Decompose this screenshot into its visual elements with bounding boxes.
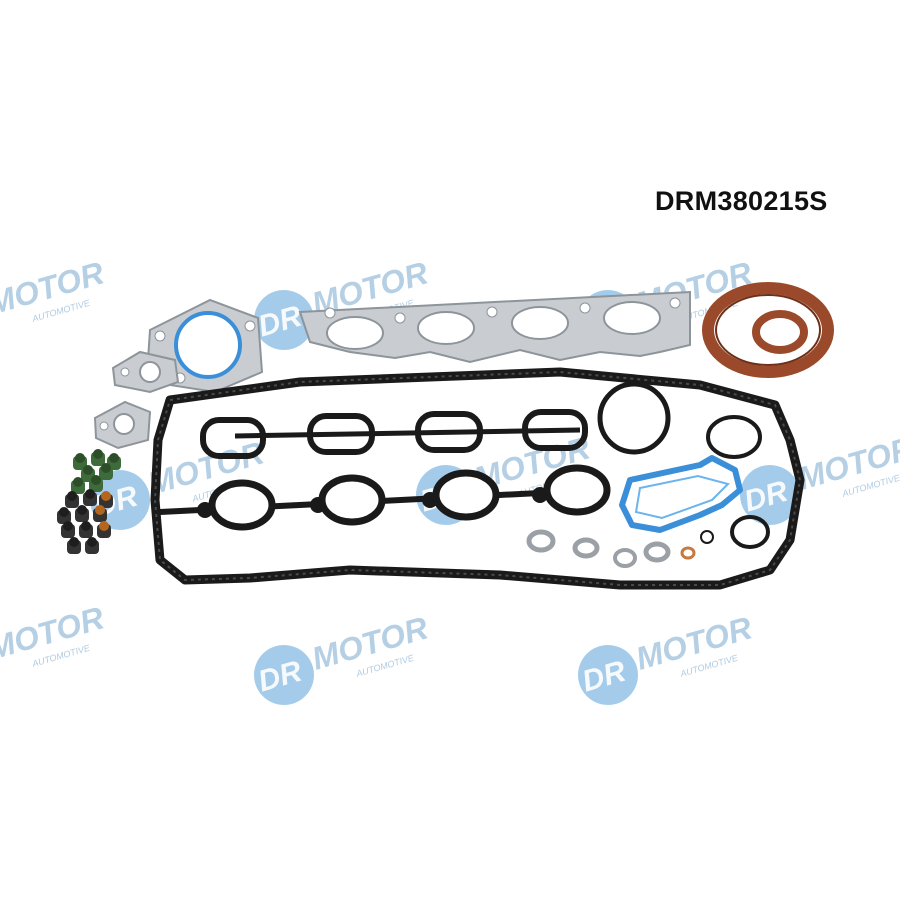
valve-stem-seal bbox=[65, 491, 79, 508]
valve-cover-gasket bbox=[150, 367, 805, 590]
valve-stem-seal bbox=[71, 477, 85, 494]
copper-washer bbox=[680, 546, 696, 560]
sealing-washer bbox=[572, 537, 600, 559]
o-ring bbox=[597, 381, 671, 455]
small-metal-gasket bbox=[93, 400, 152, 450]
valve-stem-seal bbox=[73, 453, 87, 470]
crankshaft-seal-small bbox=[752, 310, 808, 354]
valve-stem-seal bbox=[61, 521, 75, 538]
o-ring bbox=[730, 515, 770, 549]
exhaust-manifold-gasket bbox=[298, 290, 691, 364]
valve-stem-seal bbox=[67, 537, 81, 554]
sealing-washer bbox=[643, 541, 671, 563]
valve-stem-seal bbox=[83, 489, 97, 506]
valve-stem-seal bbox=[99, 491, 113, 508]
part-code-label: DRM380215S bbox=[655, 186, 828, 216]
oil-cooler-gasket bbox=[619, 455, 743, 533]
injector-seal-strip bbox=[159, 464, 611, 531]
valve-stem-seal bbox=[85, 537, 99, 554]
crankshaft-seal-large bbox=[702, 282, 834, 378]
watermark-logo bbox=[0, 594, 113, 703]
valve-stem-seal bbox=[75, 505, 89, 522]
valve-stem-seals-dark bbox=[57, 489, 113, 554]
valve-stem-seal bbox=[91, 449, 105, 466]
sealing-washer bbox=[526, 529, 556, 553]
valve-stem-seals-green bbox=[71, 449, 121, 494]
o-ring bbox=[700, 530, 714, 544]
o-ring bbox=[706, 415, 762, 459]
watermark-logo bbox=[246, 604, 437, 713]
valve-stem-seal bbox=[99, 463, 113, 480]
valve-stem-seal bbox=[93, 505, 107, 522]
valve-stem-seal bbox=[97, 521, 111, 538]
valve-stem-seal bbox=[57, 507, 71, 524]
valve-stem-seal bbox=[89, 475, 103, 492]
valve-stem-seal bbox=[79, 521, 93, 538]
intake-manifold-gasket bbox=[200, 409, 588, 459]
watermark-logo bbox=[0, 249, 113, 358]
sealing-washer bbox=[613, 548, 637, 568]
watermark-logo bbox=[570, 604, 761, 713]
small-metal-gasket bbox=[111, 350, 180, 394]
